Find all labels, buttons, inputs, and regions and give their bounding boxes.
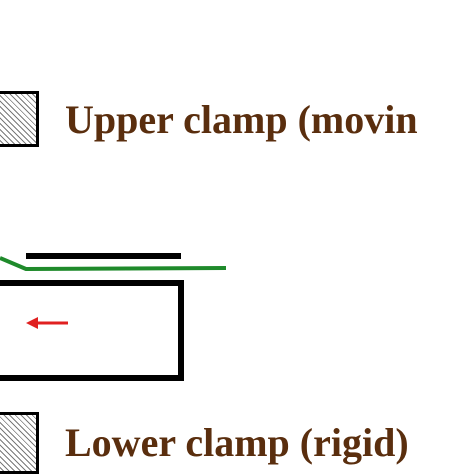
u-bracket (0, 280, 184, 381)
upper-clamp-block (0, 91, 39, 147)
direction-arrow-icon (26, 317, 68, 329)
fiber-line (0, 256, 227, 271)
lower-clamp-block (0, 412, 39, 474)
upper-clamp-label: Upper clamp (movin (65, 97, 418, 142)
lower-clamp-label: Lower clamp (rigid) (65, 420, 409, 465)
